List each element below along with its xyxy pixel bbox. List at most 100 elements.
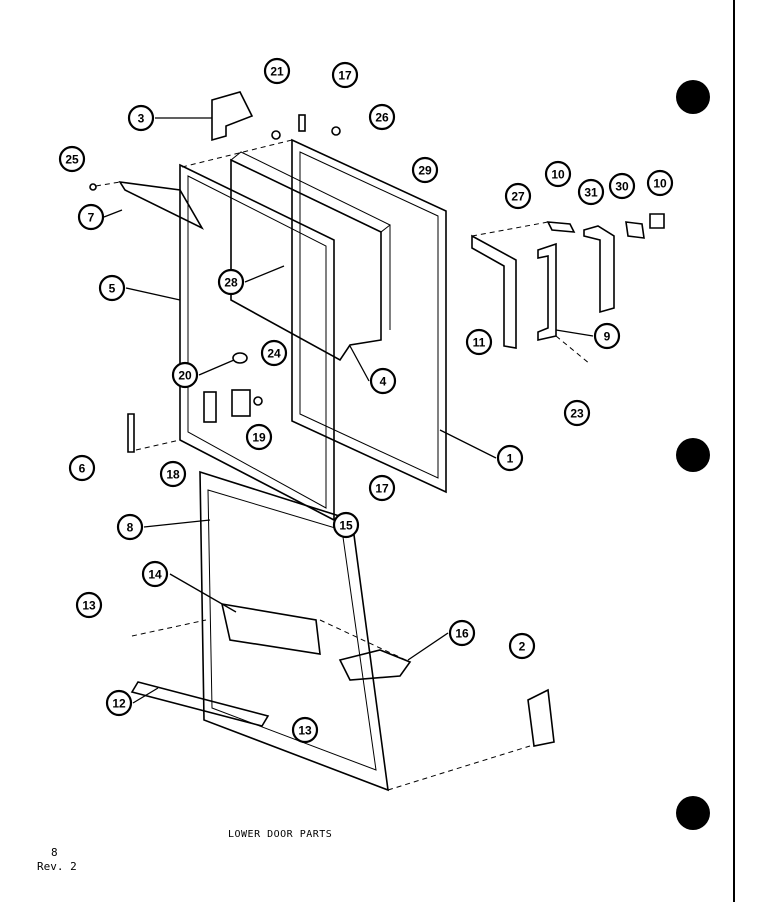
assembly-line	[181, 139, 293, 168]
callout-circle	[245, 423, 273, 451]
callout-number: 19	[252, 431, 266, 445]
callout-number: 25	[65, 153, 79, 167]
shelf-plate	[220, 603, 321, 655]
page-number: 8	[51, 846, 58, 859]
callout-number: 31	[584, 186, 598, 200]
callout-number: 12	[112, 697, 126, 711]
door-liner-panel	[230, 151, 391, 362]
callout-24: 24	[260, 339, 288, 367]
callout-13: 13	[291, 716, 319, 744]
callout-circle	[159, 460, 187, 488]
upper-trim-strip	[118, 180, 205, 230]
callout-circle	[127, 104, 155, 132]
callout-circle	[260, 339, 288, 367]
callout-26: 26	[368, 103, 396, 131]
diagram-caption: LOWER DOOR PARTS	[228, 829, 333, 840]
callout-13: 13	[75, 591, 103, 619]
callout-19: 19	[245, 423, 273, 451]
cam	[253, 396, 263, 406]
callout-circle	[291, 716, 319, 744]
callout-circle	[171, 361, 199, 389]
hinge-block	[211, 91, 254, 142]
trim-pad-right	[649, 213, 665, 229]
callout-circle	[141, 560, 169, 588]
callout-number: 9	[604, 330, 611, 344]
callout-7: 7	[77, 203, 105, 231]
callout-17: 17	[331, 61, 359, 89]
handle	[471, 234, 517, 349]
callout-25: 25	[58, 145, 86, 173]
callout-number: 13	[298, 724, 312, 738]
assembly-line	[95, 181, 121, 187]
callout-number: 8	[127, 521, 134, 535]
callout-23: 23	[563, 399, 591, 427]
door-outer-panel	[291, 138, 447, 494]
callout-number: 21	[270, 65, 284, 79]
callout-20: 20	[171, 361, 199, 389]
callout-29: 29	[411, 156, 439, 184]
leader-line	[198, 359, 235, 376]
binder-hole-bottom	[676, 796, 710, 830]
callout-number: 27	[511, 190, 525, 204]
callout-number: 7	[88, 211, 95, 225]
callout-6: 6	[68, 454, 96, 482]
callout-circle	[544, 160, 572, 188]
binder-hole-middle	[676, 438, 710, 472]
callout-circle	[331, 61, 359, 89]
leader-line	[169, 573, 237, 613]
handle-mount-bracket	[537, 242, 557, 341]
callout-number: 13	[82, 599, 96, 613]
callout-circle	[608, 172, 636, 200]
leader-line	[407, 632, 449, 661]
callout-circle	[58, 145, 86, 173]
assembly-line	[555, 335, 591, 365]
callout-circle	[646, 169, 674, 197]
callout-number: 23	[570, 407, 584, 421]
callout-circle	[593, 322, 621, 350]
callout-number: 26	[375, 111, 389, 125]
hinge-bracket	[231, 389, 251, 417]
callout-27: 27	[504, 182, 532, 210]
callout-number: 2	[519, 640, 526, 654]
leader-line	[125, 287, 181, 301]
callout-circle	[116, 513, 144, 541]
callout-4: 4	[369, 367, 397, 395]
pivot-pin	[298, 114, 306, 132]
callout-number: 17	[375, 482, 389, 496]
callout-circle	[496, 444, 524, 472]
revision-label: Rev. 2	[37, 860, 77, 873]
callout-3: 3	[127, 104, 155, 132]
leader-line	[439, 429, 497, 459]
callout-circle	[368, 103, 396, 131]
callout-12: 12	[105, 689, 133, 717]
callout-18: 18	[159, 460, 187, 488]
callout-15: 15	[332, 511, 360, 539]
callout-5: 5	[98, 274, 126, 302]
callout-circle	[98, 274, 126, 302]
callout-number: 10	[653, 177, 667, 191]
callout-number: 20	[178, 369, 192, 383]
callout-17: 17	[368, 474, 396, 502]
door-gasket-frame	[179, 163, 335, 522]
assembly-line	[319, 619, 411, 663]
callout-circle	[508, 632, 536, 660]
cam-bushing	[271, 130, 281, 140]
callout-10: 10	[646, 169, 674, 197]
screw	[89, 183, 97, 191]
left-trim-strip	[127, 413, 135, 453]
page-right-edge	[733, 0, 735, 902]
hinge-plate	[203, 391, 217, 423]
hinge-bushing	[232, 352, 248, 364]
callout-number: 14	[148, 568, 162, 582]
leader-line	[349, 345, 370, 382]
callout-28: 28	[217, 268, 245, 296]
callout-number: 17	[338, 69, 352, 83]
callout-number: 3	[138, 112, 145, 126]
callout-circle	[332, 511, 360, 539]
callout-circle	[105, 689, 133, 717]
side-bracket	[527, 688, 555, 747]
callout-number: 1	[507, 452, 514, 466]
callout-2: 2	[508, 632, 536, 660]
washer	[331, 126, 341, 136]
